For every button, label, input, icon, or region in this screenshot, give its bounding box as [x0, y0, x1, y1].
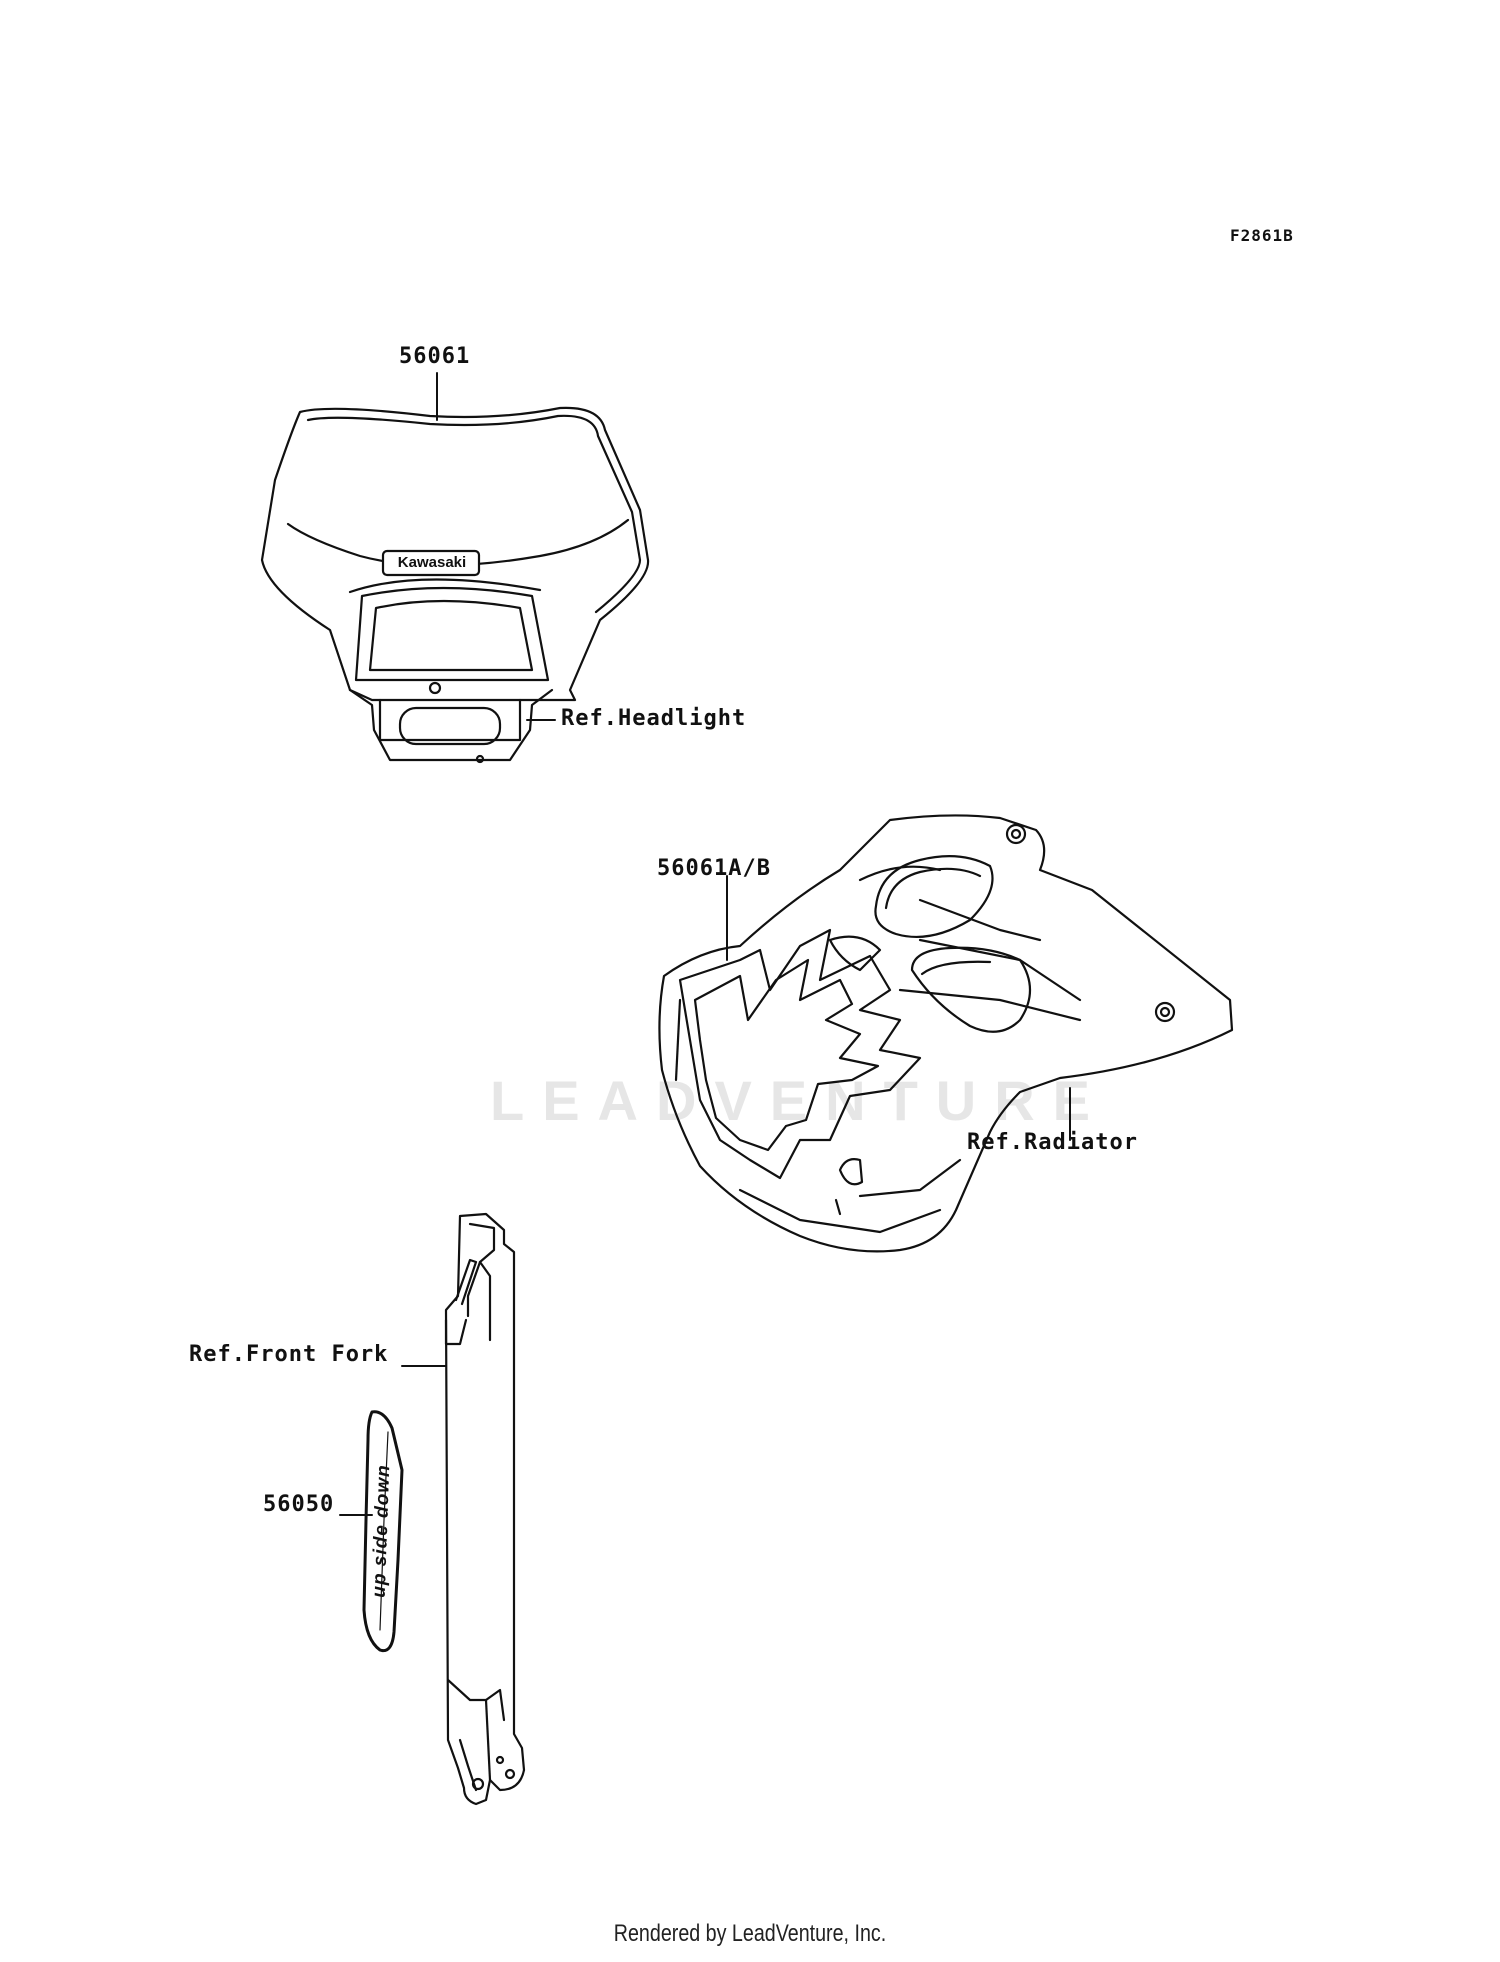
callout-56050[interactable]: 56050: [263, 1492, 335, 1517]
leader-lines: [339, 372, 1071, 1516]
callout-56061ab[interactable]: 56061A/B: [657, 856, 771, 881]
footer-credit: Rendered by LeadVenture, Inc.: [613, 1920, 887, 1947]
watermark: LEADVENTURE: [490, 1069, 1109, 1132]
front-fork-guard: [444, 1212, 526, 1806]
callout-ref-front-fork[interactable]: Ref.Front Fork: [189, 1342, 389, 1367]
fork-decal-shape: [362, 1410, 404, 1653]
callout-ref-headlight[interactable]: Ref.Headlight: [561, 706, 747, 731]
kawasaki-logo: Kawasaki: [397, 554, 467, 571]
callout-ref-radiator[interactable]: Ref.Radiator: [967, 1130, 1138, 1155]
callout-56061[interactable]: 56061: [399, 344, 471, 369]
headlight-number-plate: [260, 406, 650, 764]
diagram-id: F2861B: [1230, 226, 1294, 245]
radiator-shroud: [658, 814, 1234, 1253]
